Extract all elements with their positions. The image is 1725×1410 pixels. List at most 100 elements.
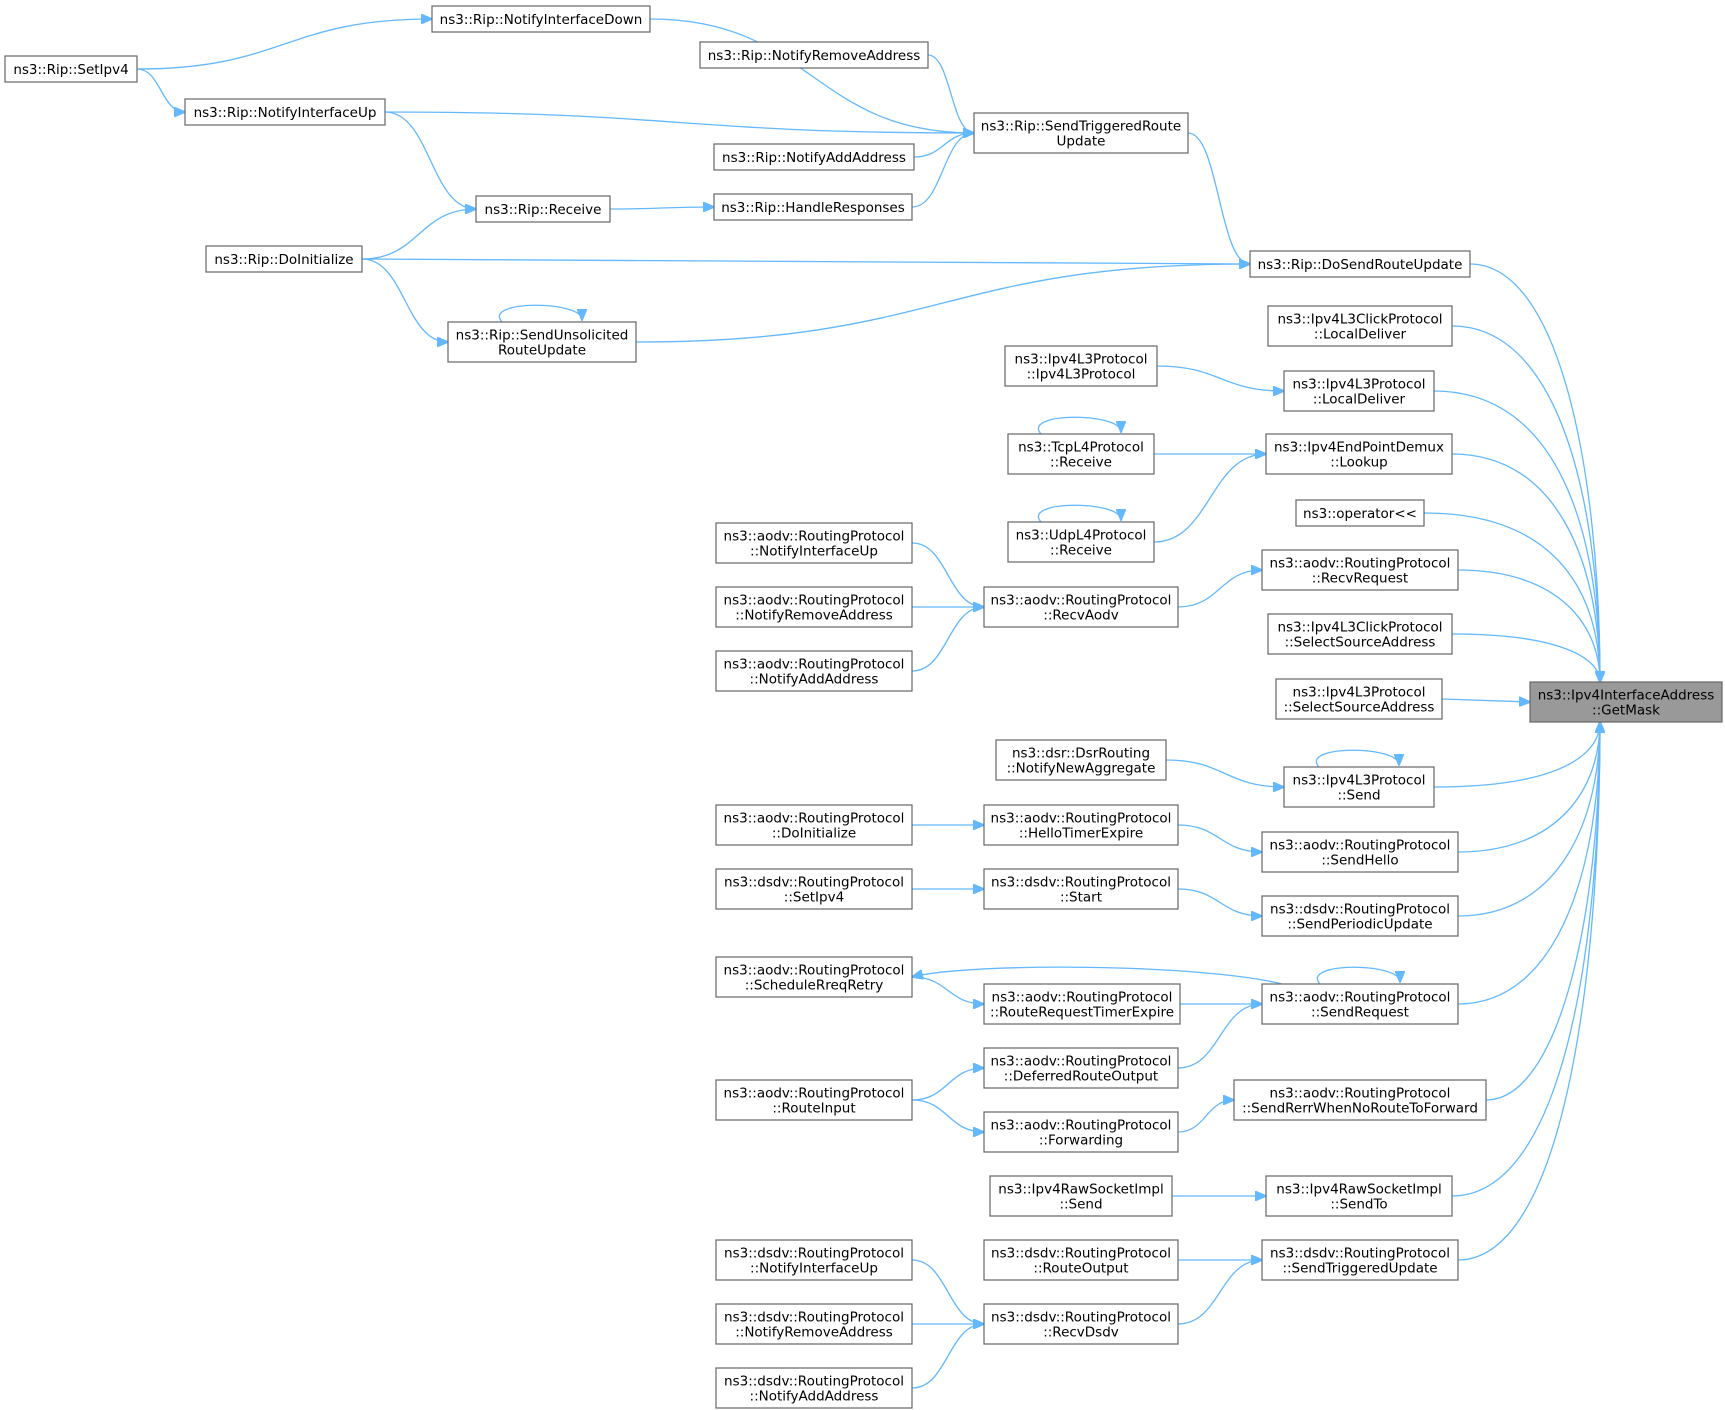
node-send-trig-upd[interactable]: ns3::dsdv::RoutingProtocol::SendTriggere… xyxy=(1261,1239,1459,1281)
node-raw-send-to[interactable]: ns3::Ipv4RawSocketImpl::SendTo xyxy=(1265,1175,1453,1217)
node-label: ns3::Rip::SendUnsolicited xyxy=(456,328,629,344)
node-label: ::DoInitialize xyxy=(772,826,856,842)
node-label: ns3::Rip::Receive xyxy=(485,202,602,218)
node-label: ns3::dsdv::RoutingProtocol xyxy=(991,1246,1171,1262)
node-label: ns3::Rip::HandleResponses xyxy=(721,200,905,216)
node-label: ns3::aodv::RoutingProtocol xyxy=(991,1054,1172,1070)
node-label: ::NotifyNewAggregate xyxy=(1007,761,1156,777)
node-label: ns3::UdpL4Protocol xyxy=(1016,528,1147,544)
node-label: ::Lookup xyxy=(1330,455,1387,471)
node-recv-aodv[interactable]: ns3::aodv::RoutingProtocol::RecvAodv xyxy=(983,586,1179,628)
node-l3-local[interactable]: ns3::Ipv4L3Protocol::LocalDeliver xyxy=(1283,370,1435,412)
node-label: ns3::aodv::RoutingProtocol xyxy=(992,990,1173,1006)
edge-send-hello-to-getmask xyxy=(1457,722,1600,853)
node-recv-dsdv[interactable]: ns3::dsdv::RoutingProtocol::RecvDsdv xyxy=(983,1303,1179,1345)
node-label: ns3::Ipv4L3Protocol xyxy=(1293,377,1426,393)
node-label: ::RouteOutput xyxy=(1033,1261,1128,1277)
node-notify-up[interactable]: ns3::Rip::NotifyInterfaceUp xyxy=(184,98,386,126)
node-label: ns3::dsdv::RoutingProtocol xyxy=(724,1310,904,1326)
edge-send-rerr-to-getmask xyxy=(1485,722,1600,1101)
node-hello-timer[interactable]: ns3::aodv::RoutingProtocol::HelloTimerEx… xyxy=(983,804,1179,846)
node-do-send-route[interactable]: ns3::Rip::DoSendRouteUpdate xyxy=(1249,250,1471,278)
node-send-periodic[interactable]: ns3::dsdv::RoutingProtocol::SendPeriodic… xyxy=(1261,895,1459,937)
node-route-input[interactable]: ns3::aodv::RoutingProtocol::RouteInput xyxy=(715,1079,913,1121)
node-l3-select[interactable]: ns3::Ipv4L3Protocol::SelectSourceAddress xyxy=(1275,678,1443,720)
node-label: ::SendRerrWhenNoRouteToForward xyxy=(1242,1101,1478,1117)
node-aodv-do-init[interactable]: ns3::aodv::RoutingProtocol::DoInitialize xyxy=(715,804,913,846)
node-label: ns3::Ipv4RawSocketImpl xyxy=(1276,1182,1441,1198)
node-send-rerr[interactable]: ns3::aodv::RoutingProtocol::SendRerrWhen… xyxy=(1233,1079,1487,1121)
node-aodv-notify-up[interactable]: ns3::aodv::RoutingProtocol::NotifyInterf… xyxy=(715,522,913,564)
node-box xyxy=(1265,1175,1453,1217)
node-label: ns3::Ipv4EndPointDemux xyxy=(1274,440,1444,456)
node-dsr-notify[interactable]: ns3::dsr::DsrRouting::NotifyNewAggregate xyxy=(995,739,1167,781)
node-dsdv-notify-remove[interactable]: ns3::dsdv::RoutingProtocol::NotifyRemove… xyxy=(715,1303,913,1345)
node-dsdv-route-output[interactable]: ns3::dsdv::RoutingProtocol::RouteOutput xyxy=(983,1239,1179,1281)
node-dsdv-notify-up[interactable]: ns3::dsdv::RoutingProtocol::NotifyInterf… xyxy=(715,1239,913,1281)
node-label: ns3::dsdv::RoutingProtocol xyxy=(724,875,904,891)
node-label: ::RecvDsdv xyxy=(1043,1325,1119,1341)
node-label: ns3::aodv::RoutingProtocol xyxy=(991,593,1172,609)
edge-click-local-to-getmask xyxy=(1451,325,1600,682)
edge-l3-local-to-getmask xyxy=(1433,390,1600,682)
node-label: ns3::dsdv::RoutingProtocol xyxy=(724,1246,904,1262)
node-operator[interactable]: ns3::operator<< xyxy=(1295,499,1425,527)
node-click-select[interactable]: ns3::Ipv4L3ClickProtocol::SelectSourceAd… xyxy=(1267,613,1453,655)
node-send-request[interactable]: ns3::aodv::RoutingProtocol::SendRequest xyxy=(1261,983,1459,1025)
node-notify-remove[interactable]: ns3::Rip::NotifyRemoveAddress xyxy=(699,41,929,69)
node-dsdv-start[interactable]: ns3::dsdv::RoutingProtocol::Start xyxy=(983,868,1179,910)
node-deferred[interactable]: ns3::aodv::RoutingProtocol::DeferredRout… xyxy=(983,1047,1179,1089)
node-aodv-notify-remove[interactable]: ns3::aodv::RoutingProtocol::NotifyRemove… xyxy=(715,586,913,628)
node-l3ctor[interactable]: ns3::Ipv4L3Protocol::Ipv4L3Protocol xyxy=(1004,345,1158,387)
edge-handle-resp-to-send-triggered xyxy=(911,133,974,208)
node-tcp-recv[interactable]: ns3::TcpL4Protocol::Receive xyxy=(1007,433,1155,475)
node-label: ::SelectSourceAddress xyxy=(1284,700,1435,716)
node-aodv-notify-add[interactable]: ns3::aodv::RoutingProtocol::NotifyAddAdd… xyxy=(715,650,913,692)
node-box xyxy=(715,1239,913,1281)
edge-hello-timer-to-send-hello xyxy=(1177,824,1262,852)
node-click-local[interactable]: ns3::Ipv4L3ClickProtocol::LocalDeliver xyxy=(1267,305,1453,347)
node-handle-resp[interactable]: ns3::Rip::HandleResponses xyxy=(713,193,913,221)
node-raw-send[interactable]: ns3::Ipv4RawSocketImpl::Send xyxy=(989,1175,1173,1217)
node-udp-recv[interactable]: ns3::UdpL4Protocol::Receive xyxy=(1007,521,1155,563)
node-box xyxy=(1529,681,1723,723)
node-rreq-timer[interactable]: ns3::aodv::RoutingProtocol::RouteRequest… xyxy=(983,983,1181,1025)
node-label: ns3::aodv::RoutingProtocol xyxy=(991,811,1172,827)
node-label: ns3::Rip::SendTriggeredRoute xyxy=(981,119,1181,135)
node-forwarding[interactable]: ns3::aodv::RoutingProtocol::Forwarding xyxy=(983,1111,1179,1153)
node-notify-add[interactable]: ns3::Rip::NotifyAddAddress xyxy=(713,143,915,171)
node-label: ::HelloTimerExpire xyxy=(1019,826,1143,842)
node-box xyxy=(715,1079,913,1121)
node-box xyxy=(475,195,611,223)
node-dsdv-notify-add[interactable]: ns3::dsdv::RoutingProtocol::NotifyAddAdd… xyxy=(715,1367,913,1409)
node-dsdv-set-ipv4[interactable]: ns3::dsdv::RoutingProtocol::SetIpv4 xyxy=(715,868,913,910)
node-l3-send[interactable]: ns3::Ipv4L3Protocol::Send xyxy=(1283,766,1435,808)
node-box xyxy=(983,804,1179,846)
node-send-hello[interactable]: ns3::aodv::RoutingProtocol::SendHello xyxy=(1261,831,1459,873)
node-box xyxy=(1267,613,1453,655)
node-rip-receive[interactable]: ns3::Rip::Receive xyxy=(475,195,611,223)
node-box xyxy=(1283,370,1435,412)
node-recv-request[interactable]: ns3::aodv::RoutingProtocol::RecvRequest xyxy=(1261,549,1459,591)
node-label: ::RecvAodv xyxy=(1043,608,1118,624)
node-label: ns3::aodv::RoutingProtocol xyxy=(1270,838,1451,854)
edge-dsdv-notify-up-to-recv-dsdv xyxy=(911,1259,984,1324)
node-sched-rreq[interactable]: ns3::aodv::RoutingProtocol::ScheduleRreq… xyxy=(715,956,913,998)
node-label: ::SendRequest xyxy=(1311,1005,1409,1021)
edge-rip-do-init-to-send-unsol xyxy=(361,258,448,342)
node-lookup[interactable]: ns3::Ipv4EndPointDemux::Lookup xyxy=(1265,433,1453,475)
node-setipv4[interactable]: ns3::Rip::SetIpv4 xyxy=(4,55,138,83)
node-notify-down[interactable]: ns3::Rip::NotifyInterfaceDown xyxy=(431,5,651,33)
node-box xyxy=(1267,305,1453,347)
node-box xyxy=(983,868,1179,910)
edge-aodv-notify-add-to-recv-aodv xyxy=(911,607,984,672)
edge-send-triggered-to-do-send-route xyxy=(1187,132,1250,264)
node-rip-do-init[interactable]: ns3::Rip::DoInitialize xyxy=(205,245,363,273)
edge-forwarding-to-send-rerr xyxy=(1177,1100,1234,1133)
edge-lookup-to-getmask xyxy=(1451,453,1600,682)
node-label: ::NotifyRemoveAddress xyxy=(735,608,893,624)
node-box xyxy=(4,55,138,83)
node-label: ::SendTo xyxy=(1330,1197,1387,1213)
